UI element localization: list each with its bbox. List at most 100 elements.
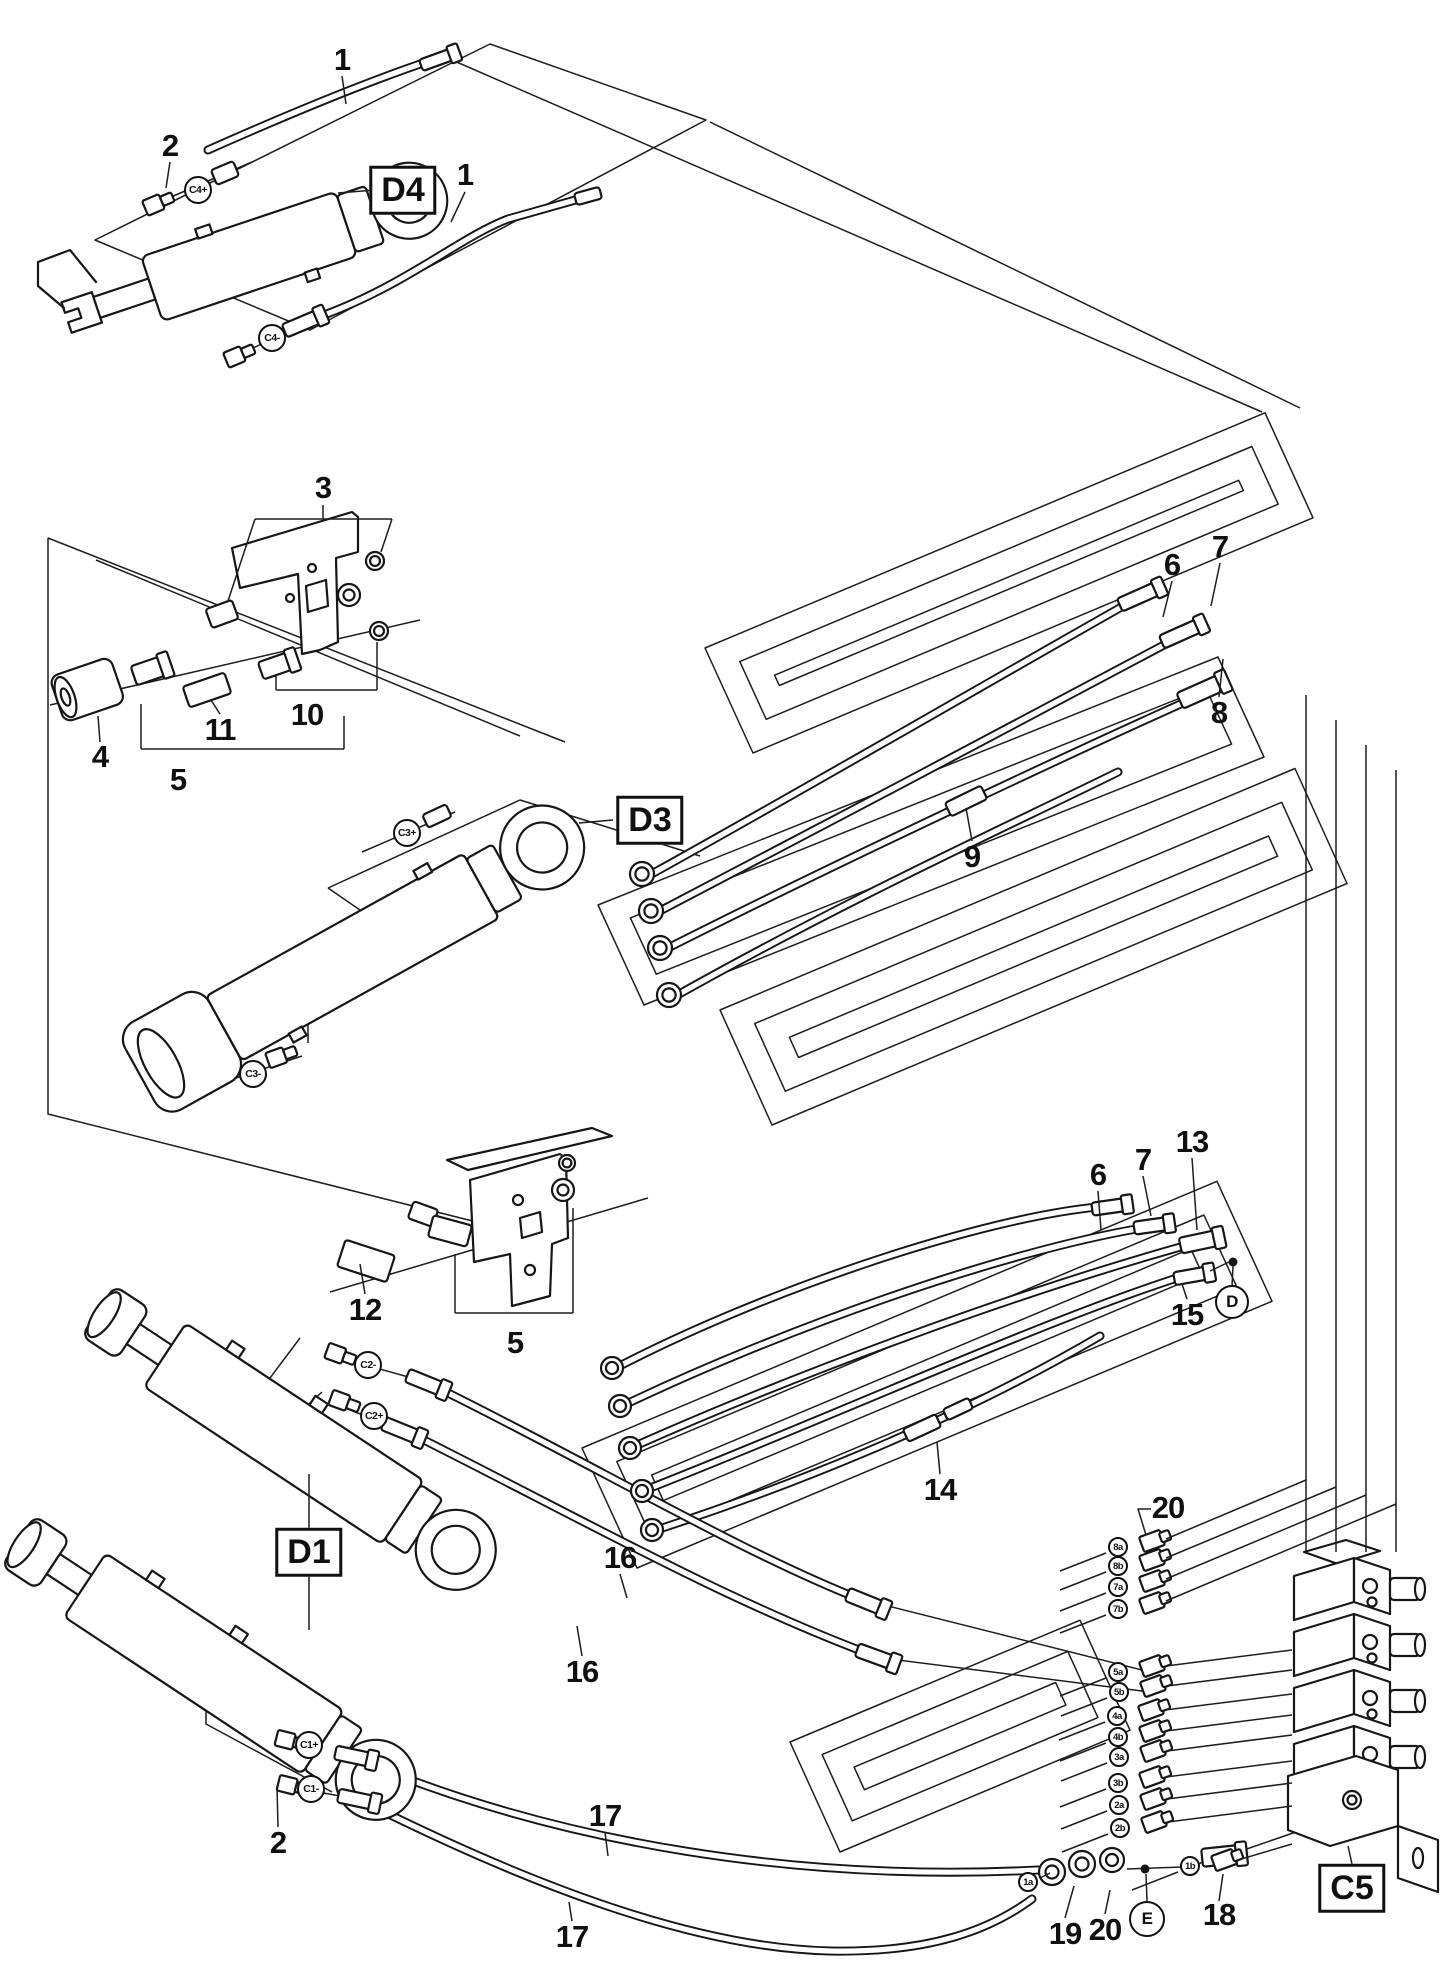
fitting-fer bbox=[844, 1587, 894, 1621]
tap-fitting-4a bbox=[1137, 1698, 1172, 1722]
callout-number-14: 14 bbox=[923, 1472, 957, 1507]
hose-core bbox=[357, 1757, 1041, 1875]
callout-number-9: 9 bbox=[963, 839, 981, 874]
routing-outline bbox=[789, 1619, 1131, 1853]
tap-circle-2a: 2a bbox=[1109, 1795, 1129, 1815]
fitting-nut bbox=[655, 981, 683, 1009]
fitting-fer bbox=[130, 650, 176, 686]
fitting-fer bbox=[944, 785, 988, 817]
callout-number-7: 7 bbox=[1134, 1142, 1152, 1177]
routing-outline bbox=[788, 835, 1279, 1059]
fitting-stud bbox=[323, 1342, 358, 1366]
port-circle-c3plus: C3+ bbox=[393, 819, 421, 847]
routing-outline bbox=[739, 445, 1279, 721]
port-circle-e: E bbox=[1129, 1901, 1165, 1937]
callout-number-6: 6 bbox=[1089, 1157, 1107, 1192]
callout-number-6: 6 bbox=[1163, 547, 1181, 582]
ref-box-c5: C5 bbox=[1318, 1863, 1386, 1913]
callout-number-11: 11 bbox=[204, 712, 237, 747]
hose-core bbox=[669, 769, 1121, 1001]
fitting-fer bbox=[1172, 1261, 1218, 1286]
callout-number-3: 3 bbox=[314, 470, 332, 505]
port-circle-c4minus: C4- bbox=[258, 324, 286, 352]
callout-number-20: 20 bbox=[1088, 1912, 1122, 1947]
fitting-fer bbox=[418, 42, 464, 72]
tap-circle-1b: 1b bbox=[1180, 1856, 1200, 1876]
valve-manifold-c5 bbox=[1286, 1538, 1440, 1894]
callout-number-1: 1 bbox=[333, 42, 351, 77]
fitting-ring bbox=[550, 1177, 576, 1203]
ref-box-d4: D4 bbox=[369, 165, 437, 215]
fitting-fer bbox=[1116, 575, 1170, 612]
tap-fitting-4b bbox=[1138, 1719, 1173, 1743]
port-circle-c3minus: C3- bbox=[239, 1060, 267, 1088]
fitting-nut bbox=[599, 1355, 625, 1381]
ref-box-d3: D3 bbox=[616, 795, 684, 845]
fitting-nut bbox=[637, 897, 665, 925]
routing-outline bbox=[853, 1681, 1067, 1791]
fitting-stud bbox=[141, 191, 176, 217]
fitting-fer bbox=[210, 160, 240, 186]
callout-number-19: 19 bbox=[1048, 1916, 1082, 1951]
callout-number-15: 15 bbox=[1170, 1297, 1204, 1332]
hose-core bbox=[409, 1431, 875, 1658]
fitting-fer bbox=[1158, 612, 1212, 649]
fitting-fer bbox=[257, 646, 303, 680]
fitting-dot bbox=[1140, 1864, 1150, 1874]
tap-circle-7a: 7a bbox=[1108, 1577, 1128, 1597]
fitting-fer bbox=[1132, 1212, 1177, 1236]
tap-circle-4b: 4b bbox=[1108, 1727, 1128, 1747]
callout-number-10: 10 bbox=[290, 697, 324, 732]
hose-core bbox=[435, 1385, 865, 1603]
fitting-nut bbox=[364, 550, 386, 572]
callout-number-5: 5 bbox=[506, 1325, 524, 1360]
fitting-ring bbox=[1037, 1857, 1067, 1887]
routing-outline bbox=[629, 687, 1233, 975]
callout-number-8: 8 bbox=[1210, 695, 1228, 730]
bracket-5 bbox=[445, 1126, 614, 1308]
tap-fitting-2b bbox=[1140, 1810, 1175, 1834]
port-circle-c2minus: C2- bbox=[354, 1351, 382, 1379]
fitting-nut bbox=[607, 1393, 633, 1419]
fitting-ring bbox=[1098, 1846, 1126, 1874]
tap-fittings bbox=[1058, 695, 1397, 1891]
fitting-nut bbox=[639, 1517, 665, 1543]
callout-number-13: 13 bbox=[1175, 1124, 1209, 1159]
tap-circle-2b: 2b bbox=[1110, 1818, 1130, 1838]
callout-number-7: 7 bbox=[1211, 529, 1229, 564]
fitting-nut bbox=[646, 934, 674, 962]
fittings bbox=[130, 42, 1250, 1887]
tap-circle-8a: 8a bbox=[1108, 1537, 1128, 1557]
tap-fitting-3a bbox=[1139, 1739, 1174, 1763]
fitting-stud bbox=[327, 1389, 362, 1413]
port-circle-c1minus: C1- bbox=[297, 1775, 325, 1803]
fitting-nut bbox=[617, 1435, 643, 1461]
hose-core bbox=[623, 1243, 1187, 1453]
tap-fitting-8a bbox=[1138, 1529, 1173, 1553]
hose-core bbox=[645, 589, 1151, 879]
fitting-fer bbox=[902, 1413, 942, 1443]
bracket-3 bbox=[230, 510, 360, 656]
fitting-fer bbox=[404, 1368, 454, 1402]
callout-number-16: 16 bbox=[603, 1540, 637, 1575]
hose-core bbox=[205, 57, 435, 153]
routing-outline bbox=[773, 479, 1245, 687]
fitting-nut bbox=[628, 860, 656, 888]
tap-circle-3a: 3a bbox=[1109, 1747, 1129, 1767]
tap-circle-4a: 4a bbox=[1107, 1706, 1127, 1726]
fitting-nut bbox=[629, 1478, 655, 1504]
callout-number-4: 4 bbox=[91, 739, 109, 774]
fitting-fer bbox=[427, 1214, 473, 1248]
hose-core bbox=[653, 625, 1199, 916]
hose-core bbox=[615, 1225, 1145, 1411]
plug-4 bbox=[50, 657, 124, 722]
cylinder-d3 bbox=[121, 804, 586, 1113]
routing-outline bbox=[704, 412, 1314, 754]
fitting-fer bbox=[336, 1788, 384, 1815]
callout-number-12: 12 bbox=[348, 1292, 382, 1327]
fitting-dot bbox=[1228, 1257, 1238, 1267]
callout-number-2: 2 bbox=[269, 1825, 287, 1860]
tap-circle-8b: 8b bbox=[1108, 1556, 1128, 1576]
